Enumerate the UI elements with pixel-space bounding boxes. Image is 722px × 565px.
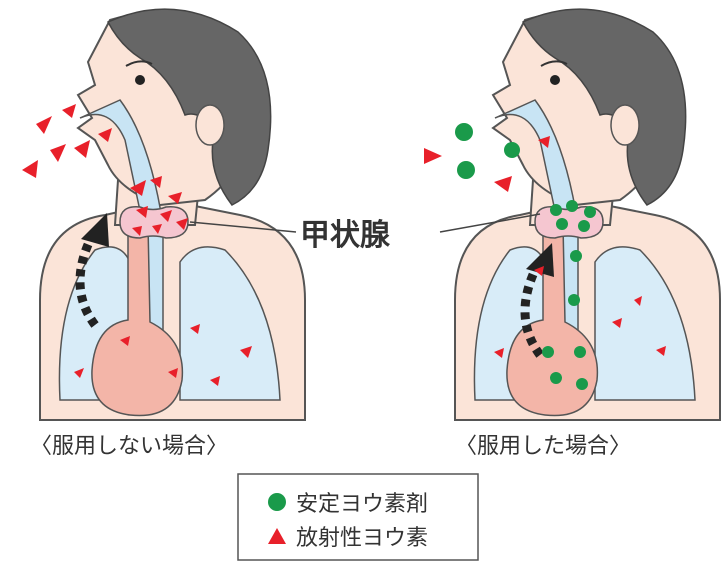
- legend-label-radioactive-iodine: 放射性ヨウ素: [296, 526, 428, 551]
- thyroid-label: 甲状腺: [300, 218, 391, 253]
- figure-left: [22, 9, 305, 420]
- caption-with-tablet: 〈服用した場合〉: [455, 434, 631, 459]
- legend-label-stable-iodine: 安定ヨウ素剤: [296, 492, 428, 517]
- human-figure-left: [40, 9, 305, 420]
- caption-without-tablet: 〈服用しない場合〉: [30, 434, 228, 459]
- green-circle-icon: [268, 493, 286, 511]
- legend: 安定ヨウ素剤 放射性ヨウ素: [238, 474, 478, 560]
- figure-right: [424, 9, 720, 420]
